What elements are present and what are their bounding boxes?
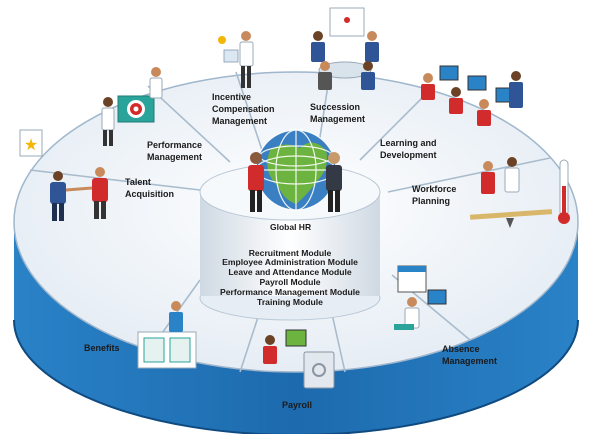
label-talent-acquisition: Talent Acquisition <box>125 177 174 199</box>
label-absence-management: Absence Management <box>442 344 497 366</box>
globe-icon <box>255 129 337 211</box>
label-succession-management: Succession Management <box>310 102 365 124</box>
label-learning-development: Learning and Development <box>380 138 439 160</box>
star-badge-icon: ★ <box>19 129 43 157</box>
calendar-desk-icon <box>394 265 447 330</box>
target-board-icon <box>101 67 163 146</box>
segment-labels: Talent Acquisition Performance Managemen… <box>84 92 497 410</box>
module-item: Recruitment Module <box>249 248 332 258</box>
gift-person-icon <box>218 31 254 88</box>
label-benefits: Benefits <box>84 343 120 353</box>
module-item: Payroll Module <box>259 277 320 287</box>
handshake-icon <box>50 167 108 221</box>
meeting-icon <box>311 7 379 90</box>
label-workforce-planning: Workforce Planning <box>412 184 459 206</box>
payroll-desk-icon <box>263 329 335 389</box>
module-list: Recruitment Module Employee Administrati… <box>220 248 360 307</box>
disc-bottom-edge <box>13 319 579 434</box>
module-item: Leave and Attendance Module <box>228 267 352 277</box>
label-performance-management: Performance Management <box>147 140 205 162</box>
label-payroll: Payroll <box>282 400 312 410</box>
benefits-board-icon <box>137 301 197 369</box>
person-icon <box>248 152 264 212</box>
label-global-hr: Global HR <box>270 222 311 232</box>
seesaw-thermometer-icon <box>469 157 570 228</box>
svg-text:★: ★ <box>24 135 38 154</box>
person-icon <box>326 152 342 212</box>
module-item: Employee Administration Module <box>222 257 358 267</box>
module-item: Performance Management Module <box>220 287 360 297</box>
label-incentive-compensation: Incentive Compensation Management <box>212 92 277 126</box>
module-item: Training Module <box>257 297 323 307</box>
workstation-icon <box>421 65 523 126</box>
